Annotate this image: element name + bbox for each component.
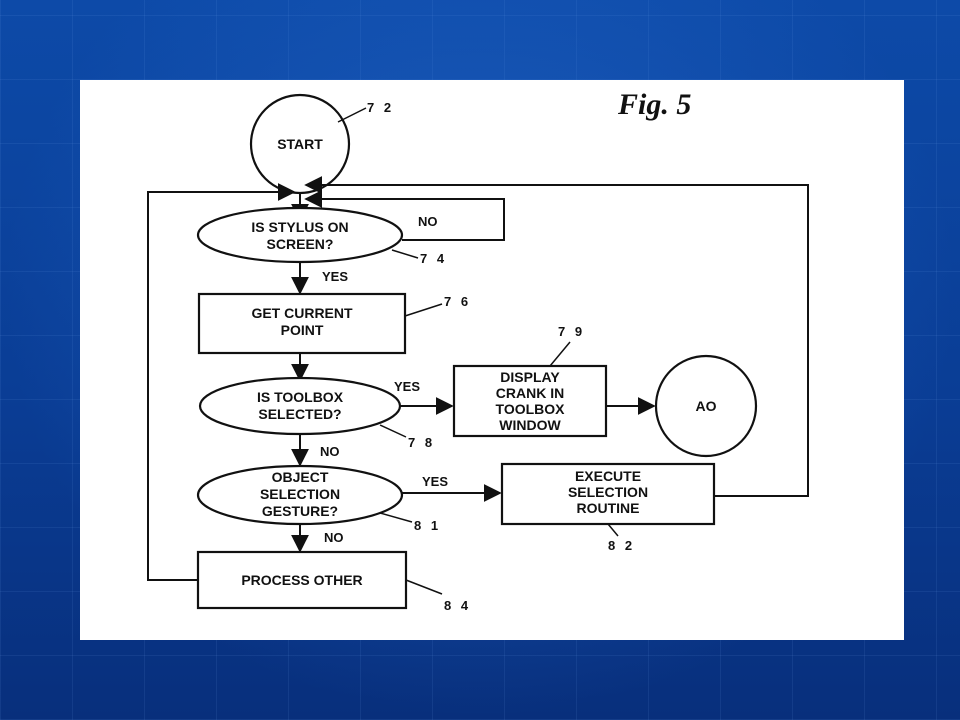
edge-execute-return xyxy=(304,176,809,497)
node-execute-line3: ROUTINE xyxy=(577,500,640,516)
node-process-shape xyxy=(196,550,408,610)
node-process-other: PROCESS OTHER xyxy=(196,550,408,610)
ref-72: 7 2 xyxy=(367,100,394,115)
ref-82: 8 2 xyxy=(608,538,635,553)
node-display-crank: DISPLAY CRANK IN TOOLBOX WINDOW xyxy=(452,364,608,438)
node-execute-shape xyxy=(500,462,716,526)
flow-label-stylus-no: NO xyxy=(418,214,438,229)
node-getpoint-line2: POINT xyxy=(281,322,324,338)
flow-label-stylus-yes: YES xyxy=(322,269,348,284)
leader-72 xyxy=(337,107,367,123)
node-process-label: PROCESS OTHER xyxy=(241,572,362,588)
figure-title: Fig. 5 xyxy=(617,88,691,121)
node-display-line3: TOOLBOX xyxy=(496,401,566,417)
node-stylus-line2: SCREEN? xyxy=(267,236,334,252)
node-display-shape xyxy=(452,364,608,438)
node-get-current-point: GET CURRENT POINT xyxy=(197,292,407,355)
node-execute-line2: SELECTION xyxy=(568,484,648,500)
node-execute-line1: EXECUTE xyxy=(575,468,641,484)
leader-78 xyxy=(379,424,407,438)
node-gesture-line1: OBJECT xyxy=(272,469,329,485)
leader-81 xyxy=(379,512,413,523)
flow-label-gesture-yes: YES xyxy=(422,474,448,489)
node-stylus-on-screen: IS STYLUS ON SCREEN? xyxy=(196,206,404,264)
node-getpoint-shape xyxy=(197,292,407,355)
node-toolbox-selected: IS TOOLBOX SELECTED? xyxy=(198,376,402,436)
leader-82 xyxy=(607,523,619,537)
node-object-selection-gesture: OBJECT SELECTION GESTURE? xyxy=(196,464,404,526)
ref-76: 7 6 xyxy=(444,294,471,309)
leader-76 xyxy=(404,303,443,317)
node-gesture-line2: SELECTION xyxy=(260,486,340,502)
node-display-line1: DISPLAY xyxy=(500,369,560,385)
figure-panel: Fig. 5 START 7 2 IS STYLUS ON SCREEN? NO… xyxy=(80,80,904,640)
ref-81: 8 1 xyxy=(414,518,441,533)
flowchart: Fig. 5 START 7 2 IS STYLUS ON SCREEN? NO… xyxy=(147,88,809,613)
node-toolbox-line1: IS TOOLBOX xyxy=(257,389,344,405)
flow-label-toolbox-no: NO xyxy=(320,444,340,459)
node-ao-label: AO xyxy=(696,398,717,414)
ref-79: 7 9 xyxy=(558,324,585,339)
node-stylus-line1: IS STYLUS ON xyxy=(251,219,348,235)
node-stylus-shape xyxy=(196,206,404,264)
node-gesture-line3: GESTURE? xyxy=(262,503,338,519)
ref-84: 8 4 xyxy=(444,598,471,613)
node-display-line4: WINDOW xyxy=(499,417,561,433)
ref-74: 7 4 xyxy=(420,251,447,266)
leader-79 xyxy=(549,341,571,367)
node-display-line2: CRANK IN xyxy=(496,385,564,401)
node-getpoint-line1: GET CURRENT xyxy=(251,305,353,321)
leader-74 xyxy=(391,249,419,259)
edge-process-return xyxy=(147,183,296,581)
node-execute-selection-routine: EXECUTE SELECTION ROUTINE xyxy=(500,462,716,526)
flow-label-gesture-no: NO xyxy=(324,530,344,545)
node-ao-shape xyxy=(654,354,758,458)
ref-78: 7 8 xyxy=(408,435,435,450)
node-start-label: START xyxy=(277,136,323,152)
flow-label-toolbox-yes: YES xyxy=(394,379,420,394)
edge-stylus-no-loop xyxy=(304,190,505,241)
leader-84 xyxy=(405,579,443,595)
node-start: START xyxy=(249,93,351,195)
node-ao: AO xyxy=(654,354,758,458)
node-toolbox-line2: SELECTED? xyxy=(258,406,341,422)
